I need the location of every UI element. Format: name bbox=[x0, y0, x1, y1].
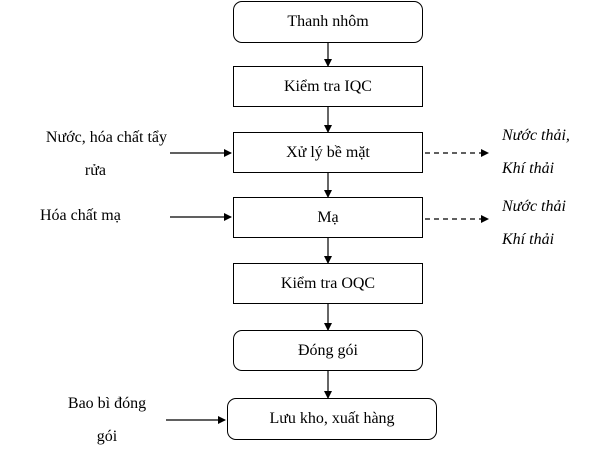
step-plating-label: Mạ bbox=[317, 208, 339, 226]
output-plating-waste: Nước thải Khí thải bbox=[502, 190, 566, 256]
input-surface-line1: Nước, hóa chất tẩy bbox=[45, 129, 167, 146]
input-surface-line2: rửa bbox=[84, 162, 106, 179]
step-plating: Mạ bbox=[233, 197, 423, 238]
step-aluminum-bar-label: Thanh nhôm bbox=[287, 13, 369, 30]
step-aluminum-bar: Thanh nhôm bbox=[233, 1, 423, 43]
output-surface-waste: Nước thải, Khí thải bbox=[502, 119, 570, 185]
output-surface-line2: Khí thải bbox=[502, 160, 555, 177]
input-plating-chemicals: Hóa chất mạ bbox=[40, 199, 121, 232]
input-surface-chemicals: Nước, hóa chất tẩy rửa bbox=[0, 121, 167, 187]
input-packaging-material: Bao bì đóng gói bbox=[46, 387, 168, 453]
input-packaging-line1: Bao bì đóng bbox=[67, 395, 147, 412]
step-storage-shipping-label: Lưu kho, xuất hàng bbox=[269, 410, 395, 427]
step-iqc-inspection-label: Kiểm tra IQC bbox=[284, 77, 372, 95]
step-surface-treatment: Xử lý bề mặt bbox=[233, 132, 423, 173]
step-surface-treatment-label: Xử lý bề mặt bbox=[286, 143, 370, 161]
step-iqc-inspection: Kiểm tra IQC bbox=[233, 66, 423, 107]
step-storage-shipping: Lưu kho, xuất hàng bbox=[227, 398, 437, 440]
step-oqc-inspection-label: Kiểm tra OQC bbox=[280, 274, 376, 292]
output-surface-line1: Nước thải, bbox=[502, 127, 570, 144]
output-plating-line1: Nước thải bbox=[502, 198, 566, 215]
input-packaging-line2: gói bbox=[96, 428, 118, 445]
output-plating-line2: Khí thải bbox=[502, 231, 555, 248]
step-packaging-label: Đóng gói bbox=[298, 341, 358, 359]
step-packaging: Đóng gói bbox=[233, 330, 423, 371]
step-oqc-inspection: Kiểm tra OQC bbox=[233, 263, 423, 304]
input-plating-label: Hóa chất mạ bbox=[40, 207, 121, 224]
